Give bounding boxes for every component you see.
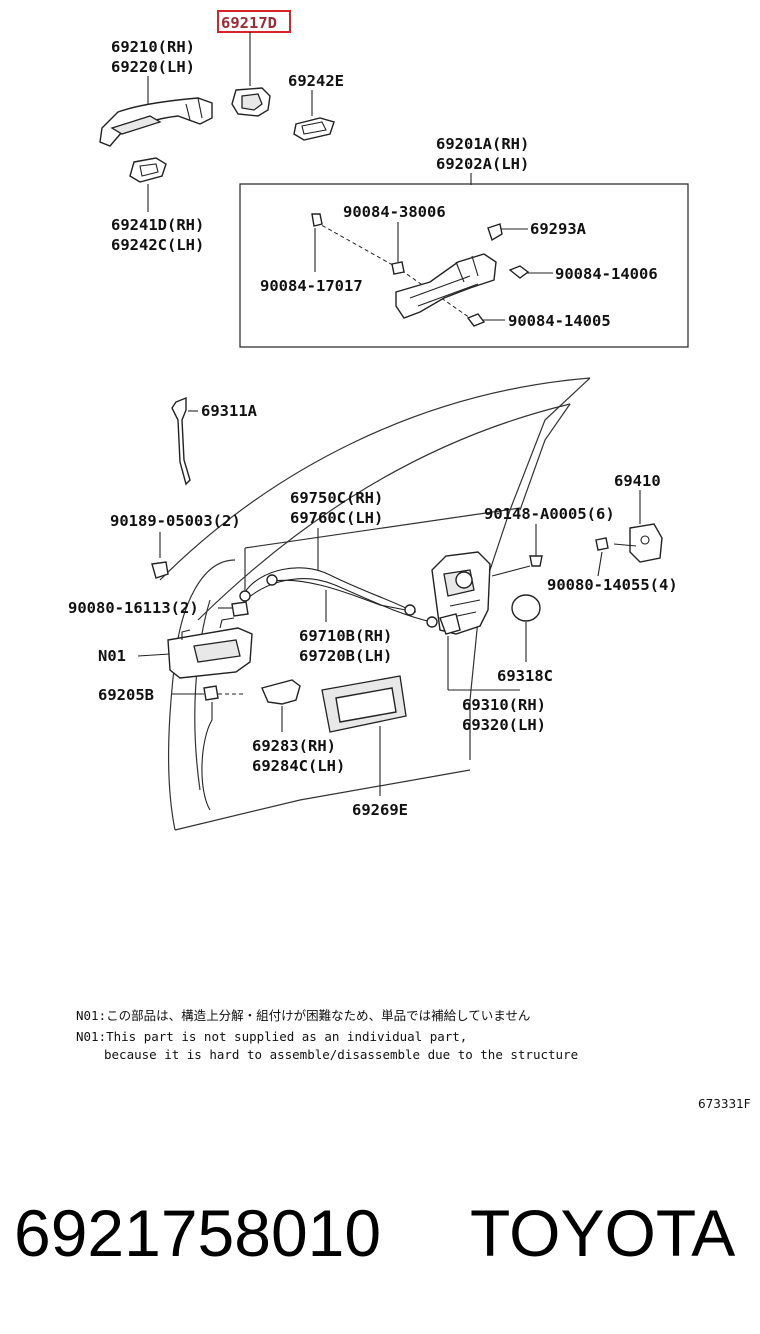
label-69760C[interactable]: 69760C(LH) (290, 509, 383, 527)
leader-N01 (137, 653, 171, 657)
outside-handle-part (99, 97, 213, 147)
label-69410[interactable]: 69410 (614, 472, 661, 490)
frame-group-box (239, 183, 689, 348)
label-90084-38006[interactable]: 90084-38006 (343, 203, 446, 221)
inside-handle-part (167, 617, 253, 679)
screw-90080-16113-part (231, 601, 249, 617)
note-en-1: N01:This part is not supplied as an indi… (76, 1029, 467, 1044)
label-90084-14006[interactable]: 90084-14006 (555, 265, 658, 283)
rod-69311A-part (171, 396, 191, 486)
label-69205B[interactable]: 69205B (98, 686, 154, 704)
label-69210[interactable]: 69210(RH) (111, 38, 195, 56)
label-90080-14055[interactable]: 90080-14055(4) (547, 576, 678, 594)
highlight-box (217, 10, 291, 33)
screw-90148-part (491, 555, 543, 577)
label-69241D[interactable]: 69241D(RH) (111, 216, 204, 234)
label-69217D[interactable]: 69217D (221, 14, 277, 32)
label-69293A[interactable]: 69293A (530, 220, 587, 238)
label-69269E[interactable]: 69269E (352, 801, 408, 819)
label-69242C[interactable]: 69242C(LH) (111, 236, 204, 254)
label-69710B[interactable]: 69710B(RH) (299, 627, 392, 645)
handle-frame-part (311, 213, 530, 327)
label-69220[interactable]: 69220(LH) (111, 58, 195, 76)
label-69310[interactable]: 69310(RH) (462, 696, 546, 714)
cables-part (239, 567, 438, 628)
handle-cap-part (231, 87, 271, 117)
label-69320[interactable]: 69320(LH) (462, 716, 546, 734)
label-69311A[interactable]: 69311A (201, 402, 258, 420)
leader-90080-14055 (597, 551, 603, 577)
label-N01[interactable]: N01 (98, 647, 126, 665)
label-90084-14005[interactable]: 90084-14005 (508, 312, 611, 330)
footer-part-number: 6921758010 (14, 1196, 381, 1270)
striker-69410-part (595, 523, 663, 563)
pad-69318C-part (511, 594, 541, 622)
door-lock-part (431, 551, 491, 635)
label-69318C[interactable]: 69318C (497, 667, 553, 685)
clip-90189-part (151, 561, 169, 579)
label-69202A[interactable]: 69202A(LH) (436, 155, 529, 173)
label-90189-05003[interactable]: 90189-05003(2) (110, 512, 241, 530)
label-69284C[interactable]: 69284C(LH) (252, 757, 345, 775)
bezel-69283-part (261, 679, 301, 705)
button-69205B-part (201, 685, 246, 811)
door-outline (159, 377, 591, 831)
footer-brand: TOYOTA (470, 1196, 735, 1270)
diagram-code: 673331F (698, 1097, 751, 1111)
label-69283[interactable]: 69283(RH) (252, 737, 336, 755)
note-jp: N01:この部品は、構造上分解・組付けが困難なため、単品では補給していません (76, 1008, 530, 1023)
label-90080-16113[interactable]: 90080-16113(2) (68, 599, 199, 617)
label-69720B[interactable]: 69720B(LH) (299, 647, 392, 665)
label-69242E[interactable]: 69242E (288, 72, 344, 90)
gasket-69242E-part (293, 117, 335, 141)
label-69750C[interactable]: 69750C(RH) (290, 489, 383, 507)
gasket-69241D-part (129, 157, 167, 183)
cover-69269E-part (321, 675, 407, 733)
label-90148-A0005[interactable]: 90148-A0005(6) (484, 505, 615, 523)
label-90084-17017[interactable]: 90084-17017 (260, 277, 363, 295)
note-en-2: because it is hard to assemble/disassemb… (104, 1047, 578, 1062)
label-69201A[interactable]: 69201A(RH) (436, 135, 529, 153)
